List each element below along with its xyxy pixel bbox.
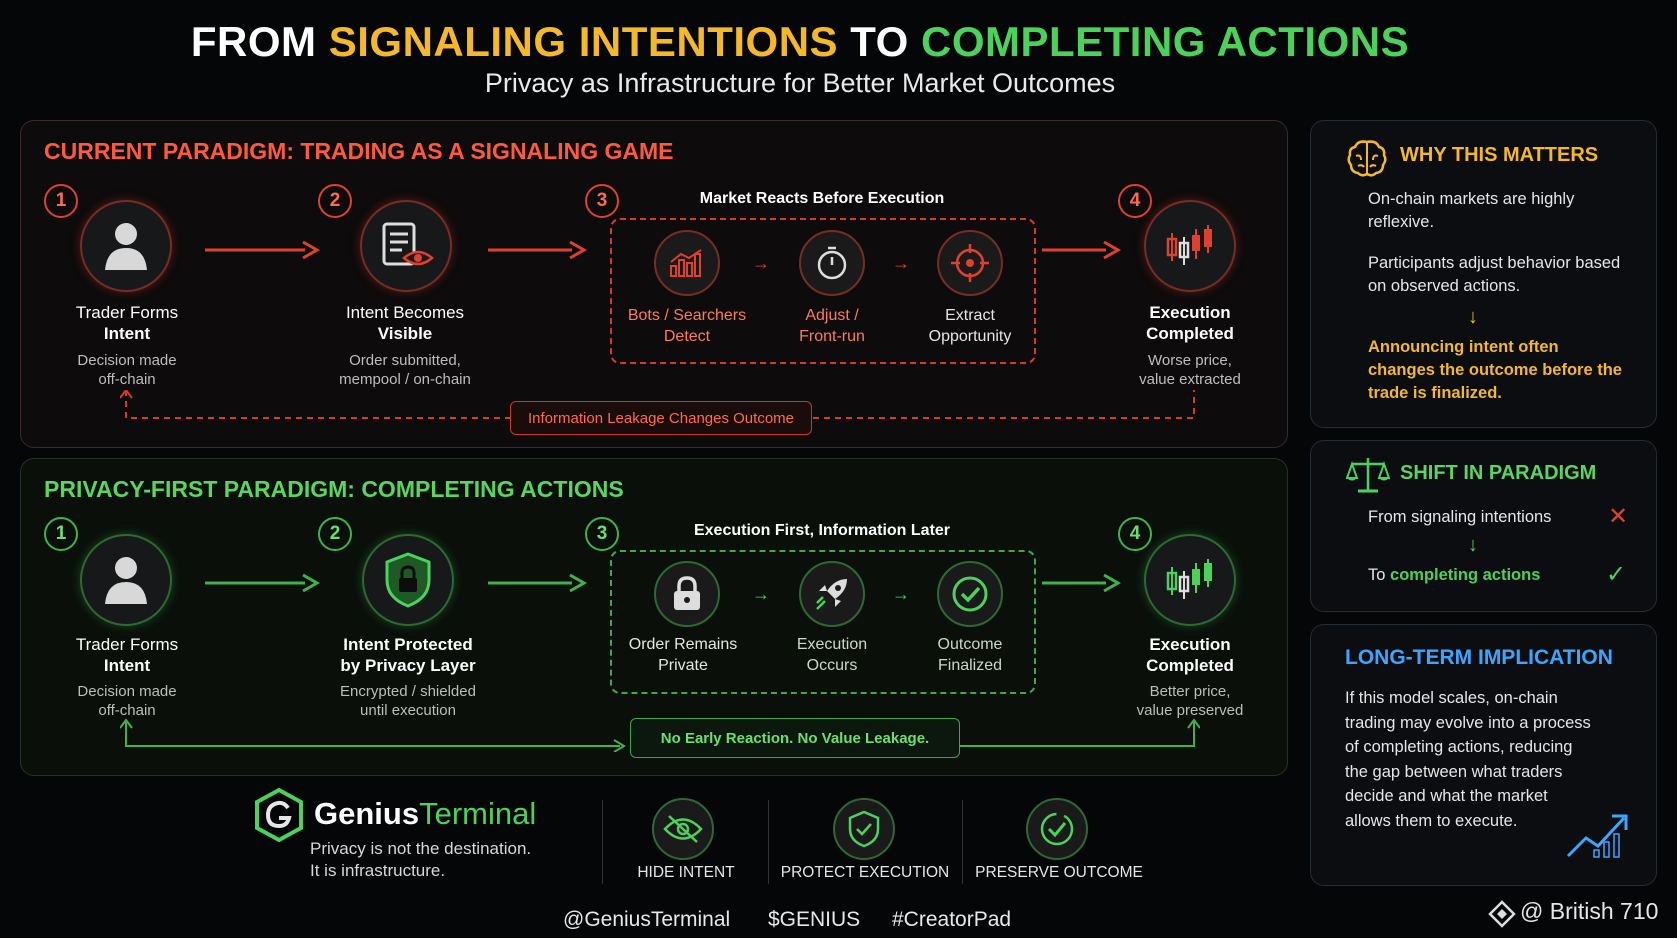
footer-handle[interactable]: @GeniusTerminal <box>563 908 731 931</box>
document-eye-icon <box>360 200 452 292</box>
market-reacts-box <box>610 218 1036 364</box>
page-title: FROM SIGNALING INTENTIONS TO COMPLETING … <box>190 18 1410 65</box>
arrow-right-icon <box>205 240 320 260</box>
feature-label: PROTECT EXECUTION <box>780 864 950 881</box>
page-subtitle: Privacy as Infrastructure for Better Mar… <box>484 68 1116 98</box>
feature-label: PRESERVE OUTCOME <box>975 864 1143 881</box>
why-text-2: Participants adjust behavior based on ob… <box>1368 254 1621 295</box>
divider <box>768 800 769 884</box>
shield-check-icon <box>833 798 895 860</box>
lock-icon <box>654 561 720 627</box>
binance-diamond-icon <box>1488 900 1516 933</box>
step-number: 2 <box>318 517 352 551</box>
leakage-label: Information Leakage Changes Outcome <box>510 401 812 435</box>
candlestick-icon <box>1144 200 1236 292</box>
divider <box>962 800 963 884</box>
brand-tagline: Privacy is not the destination.It is inf… <box>310 839 532 880</box>
footer-hashtag[interactable]: #CreatorPad <box>892 908 1012 931</box>
arrow-right-icon <box>1042 573 1122 593</box>
why-text-3: Announcing intent often changes the outc… <box>1368 338 1622 402</box>
long-term-text: If this model scales, on-chain trading m… <box>1345 689 1591 830</box>
watermark: @ British 710 <box>1520 898 1659 924</box>
trader-icon <box>80 200 172 292</box>
shift-title: SHIFT IN PARADIGM <box>1400 462 1597 484</box>
privacy-paradigm-title: PRIVACY-FIRST PARADIGM: COMPLETING ACTIO… <box>44 476 624 502</box>
step-number: 3 <box>585 517 619 551</box>
step-number: 1 <box>44 184 78 218</box>
arrow-right-icon: → <box>892 253 910 273</box>
target-icon <box>937 230 1003 296</box>
no-leak-connector <box>120 718 1200 752</box>
arrow-right-icon: → <box>752 584 770 604</box>
bar-chart-icon <box>654 230 720 296</box>
arrow-right-icon <box>488 573 588 593</box>
arrow-down-icon: ↓ <box>1468 306 1478 328</box>
no-leak-label: No Early Reaction. No Value Leakage. <box>630 718 960 758</box>
arrow-right-icon <box>1042 240 1122 260</box>
step-number: 3 <box>585 184 619 218</box>
box-title: Market Reacts Before Execution <box>699 190 945 207</box>
sub-step-label: Adjust /Front-run <box>799 307 865 345</box>
footer-ticker[interactable]: $GENIUS <box>768 908 861 931</box>
box-title: Execution First, Information Later <box>693 522 951 539</box>
step-number: 2 <box>318 184 352 218</box>
long-term-panel <box>1310 624 1657 886</box>
arrow-right-icon: → <box>752 253 770 273</box>
current-paradigm-panel <box>20 120 1288 448</box>
arrow-right-icon <box>488 240 588 260</box>
candlestick-icon <box>1144 534 1236 626</box>
brain-icon <box>1346 138 1388 183</box>
divider <box>602 800 603 884</box>
step-sub: Better price,value preserved <box>1136 683 1244 719</box>
step-number: 4 <box>1118 184 1152 218</box>
step-sub: Order submitted,mempool / on-chain <box>339 352 471 388</box>
arrow-down-icon: ↓ <box>1468 534 1478 556</box>
step-number: 4 <box>1118 517 1152 551</box>
shift-from: From signaling intentions <box>1368 508 1552 526</box>
arrow-right-icon <box>205 573 320 593</box>
check-circle-icon <box>937 561 1003 627</box>
current-paradigm-title: CURRENT PARADIGM: TRADING AS A SIGNALING… <box>44 138 674 164</box>
step-sub: Worse price,value extracted <box>1139 352 1241 388</box>
shield-lock-icon <box>362 534 454 626</box>
stopwatch-icon <box>799 230 865 296</box>
brand-name: GeniusTerminal <box>314 796 537 831</box>
long-term-title: LONG-TERM IMPLICATION <box>1345 646 1613 669</box>
why-title: WHY THIS MATTERS <box>1400 144 1599 166</box>
cross-icon: ✕ <box>1608 503 1629 530</box>
why-text-1: On-chain markets are highly reflexive. <box>1368 190 1575 231</box>
feature-label: HIDE INTENT <box>637 864 735 881</box>
scales-icon <box>1345 456 1391 499</box>
step-number: 1 <box>44 517 78 551</box>
check-icon: ✓ <box>1606 561 1627 588</box>
rocket-icon <box>799 561 865 627</box>
arrow-right-icon: → <box>892 584 910 604</box>
trend-up-icon <box>1566 812 1630 863</box>
eye-slash-icon <box>652 798 714 860</box>
check-circle-icon <box>1026 798 1088 860</box>
execution-first-box <box>610 550 1036 694</box>
genius-logo-icon <box>254 787 304 847</box>
shift-to: To completing actions <box>1368 566 1541 584</box>
trader-icon <box>80 534 172 626</box>
